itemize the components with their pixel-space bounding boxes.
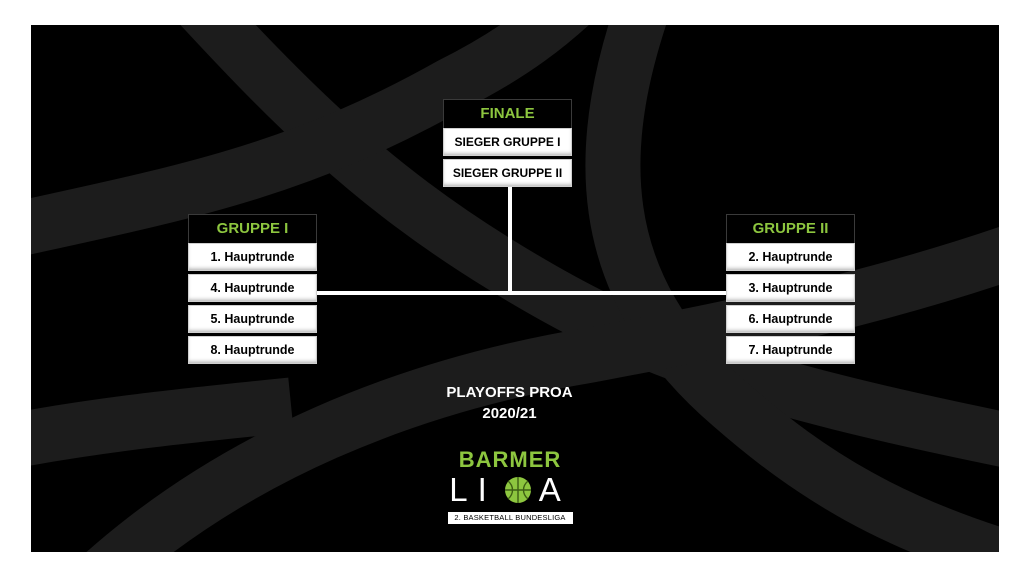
gruppe2-slot-1: 2. Hauptrunde <box>726 243 855 271</box>
bracket-stage: FINALE SIEGER GRUPPE I SIEGER GRUPPE II … <box>31 25 999 552</box>
gruppe1-slot-2: 4. Hauptrunde <box>188 274 317 302</box>
playoffs-title: PLAYOFFS PROA 2020/21 <box>431 382 588 424</box>
gruppe1-box: GRUPPE I 1. Hauptrunde 4. Hauptrunde 5. … <box>188 214 317 367</box>
finale-title: FINALE <box>443 99 572 128</box>
barmer-liga-logo: BARMER LI A 2. BASKETBALL BUNDESLIGA <box>445 448 575 524</box>
gruppe1-slot-4: 8. Hauptrunde <box>188 336 317 364</box>
gruppe1-slot-3: 5. Hauptrunde <box>188 305 317 333</box>
finale-slot-1: SIEGER GRUPPE I <box>443 128 572 156</box>
gruppe2-slot-3: 6. Hauptrunde <box>726 305 855 333</box>
logo-liga-left: LI <box>449 471 497 508</box>
gruppe2-slot-4: 7. Hauptrunde <box>726 336 855 364</box>
playoffs-title-line1: PLAYOFFS PROA <box>446 384 573 401</box>
gruppe1-slot-1: 1. Hauptrunde <box>188 243 317 271</box>
gruppe1-title: GRUPPE I <box>188 214 317 243</box>
connector-horizontal <box>316 291 726 295</box>
playoffs-title-line2: 2020/21 <box>482 405 537 422</box>
logo-subtitle: 2. BASKETBALL BUNDESLIGA <box>447 512 573 524</box>
logo-liga-right: A <box>538 471 571 508</box>
basketball-icon <box>504 477 531 503</box>
gruppe2-title: GRUPPE II <box>726 214 855 243</box>
finale-box: FINALE SIEGER GRUPPE I SIEGER GRUPPE II <box>443 99 572 190</box>
finale-slot-2: SIEGER GRUPPE II <box>443 159 572 187</box>
gruppe2-box: GRUPPE II 2. Hauptrunde 3. Hauptrunde 6.… <box>726 214 855 367</box>
logo-liga-text: LI A <box>445 472 575 508</box>
connector-vertical <box>508 187 512 295</box>
gruppe2-slot-2: 3. Hauptrunde <box>726 274 855 302</box>
logo-barmer-text: BARMER <box>458 447 562 472</box>
